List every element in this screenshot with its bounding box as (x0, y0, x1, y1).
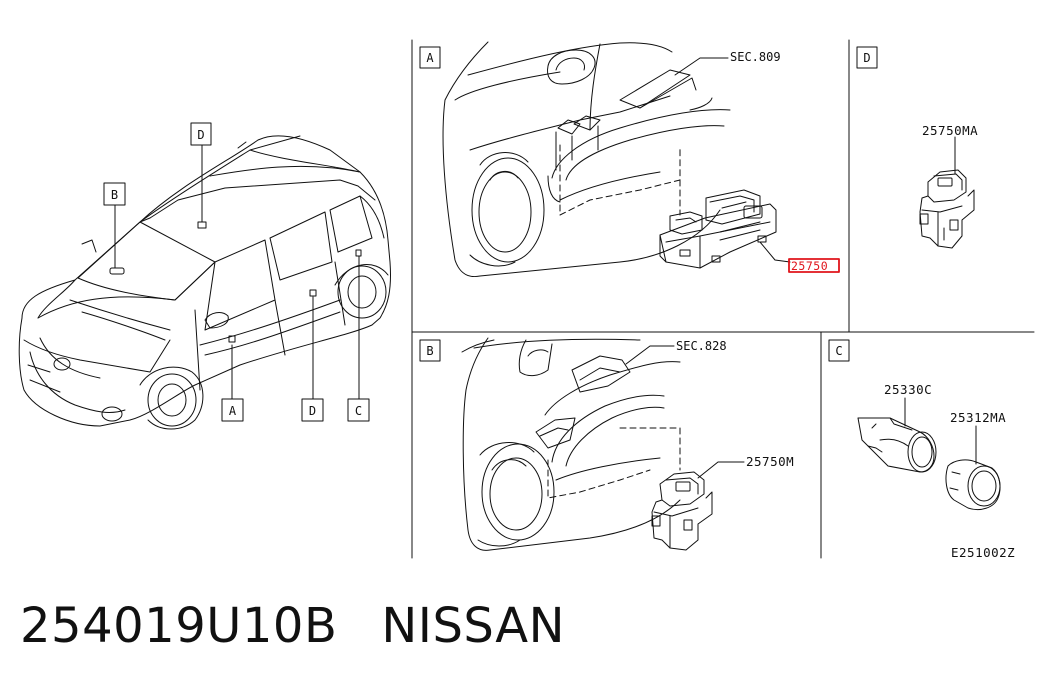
caption-part-number: 254019U10B (20, 598, 338, 654)
panel-b-leader-pn (697, 461, 745, 479)
panel-b-leader-sec (625, 345, 675, 365)
panel-b-letter-box (419, 339, 441, 362)
panel-a-sec-ref: SEC.809 (730, 50, 781, 64)
panel-a-leader-sec (674, 57, 729, 76)
panel-d-letter: D (863, 51, 870, 65)
panel-d-letter-box (856, 46, 878, 69)
part-number-25312ma[interactable]: 25312MA (950, 410, 1006, 425)
callout-box-d-top (190, 122, 212, 146)
callout-a: A (229, 404, 237, 418)
callout-d-top: D (197, 128, 204, 142)
caption: 254019U10B NISSAN (20, 598, 565, 654)
part-number-25750m[interactable]: 25750M (746, 454, 794, 469)
panel-b-sec-ref: SEC.828 (676, 339, 727, 353)
callout-d-bottom: D (309, 404, 316, 418)
panel-a-leader-pn (759, 241, 791, 263)
car-overview-illustration (18, 135, 391, 430)
callout-box-d-bottom (301, 398, 324, 422)
panel-c-lighter-illustration (857, 417, 1001, 511)
caption-brand: NISSAN (381, 598, 566, 654)
panel-b-letter: B (426, 344, 433, 358)
overview-leaders (114, 144, 360, 400)
panel-a-switch-assembly (659, 189, 777, 269)
panel-c-letter-box (828, 339, 850, 362)
callout-b: B (111, 188, 118, 202)
callout-box-a (221, 398, 244, 422)
part-number-25330c[interactable]: 25330C (884, 382, 932, 397)
panel-a-letter: A (426, 51, 434, 65)
panel-b-door-trim-illustration (461, 337, 681, 551)
part-number-25750ma[interactable]: 25750MA (922, 123, 978, 138)
callout-box-c (347, 398, 370, 422)
panel-d-switch-illustration (919, 169, 975, 249)
panel-dividers (411, 39, 1035, 559)
panel-a-letter-box (419, 46, 441, 69)
panel-b-switch-illustration (651, 471, 713, 551)
part-number-25750[interactable]: 25750 (791, 259, 828, 273)
panel-a-door-trim-illustration (442, 41, 731, 278)
diagram-code: E251002Z (951, 545, 1015, 560)
highlight-box-25750 (788, 258, 840, 273)
callout-c: C (355, 404, 362, 418)
panel-c-letter: C (835, 344, 842, 358)
callout-box-b (103, 182, 126, 206)
